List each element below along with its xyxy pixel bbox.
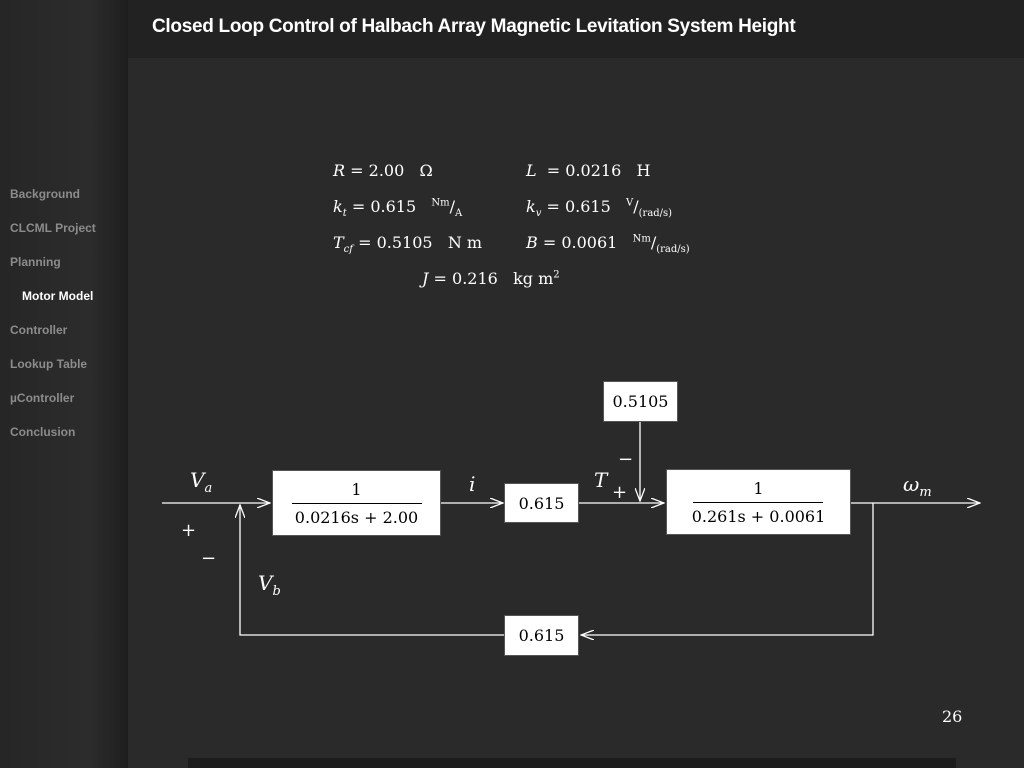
slide-title: Closed Loop Control of Halbach Array Mag… [152,16,796,37]
back-emf-gain-block: 0.615 [504,615,579,656]
signal-vb: Vb [258,571,281,599]
param-kv: kv = 0.615 V/(rad/s) [526,197,673,220]
title-bar [128,0,1024,58]
signal-omega-m: ωm [903,472,932,500]
param-b: B = 0.0061 Nm/(rad/s) [526,233,690,256]
nav-item-ucontroller[interactable]: µController [10,391,75,405]
sum2-minus-sign: − [618,449,634,470]
signal-t: T [594,468,608,492]
page-number: 26 [942,707,963,726]
param-r: R = 2.00 Ω [333,161,433,180]
nav-item-conclusion[interactable]: Conclusion [10,425,76,439]
nav-item-motor-model[interactable]: Motor Model [22,289,94,303]
nav-item-background[interactable]: Background [10,187,81,201]
disturbance-torque-block: 0.5105 [603,381,678,422]
param-l: L = 0.0216 H [526,161,651,180]
bottom-bar [188,758,956,768]
torque-constant-block: 0.615 [504,483,579,523]
sum1-plus-sign: + [181,520,197,541]
param-tcf: Tcf = 0.5105 N m [333,233,483,256]
param-j: J = 0.216 kg m2 [422,269,560,288]
signal-va: Va [190,468,213,496]
nav-item-lookup-table[interactable]: Lookup Table [10,357,88,371]
param-kt: kt = 0.615 Nm/A [333,197,463,220]
sum2-plus-sign: + [612,482,628,503]
nav-item-clcml-project[interactable]: CLCML Project [10,221,96,235]
nav-item-planning[interactable]: Planning [10,255,61,269]
nav-item-controller[interactable]: Controller [10,323,68,337]
sidebar [0,0,128,768]
sum1-minus-sign: − [201,548,217,569]
signal-i: i [469,472,476,496]
